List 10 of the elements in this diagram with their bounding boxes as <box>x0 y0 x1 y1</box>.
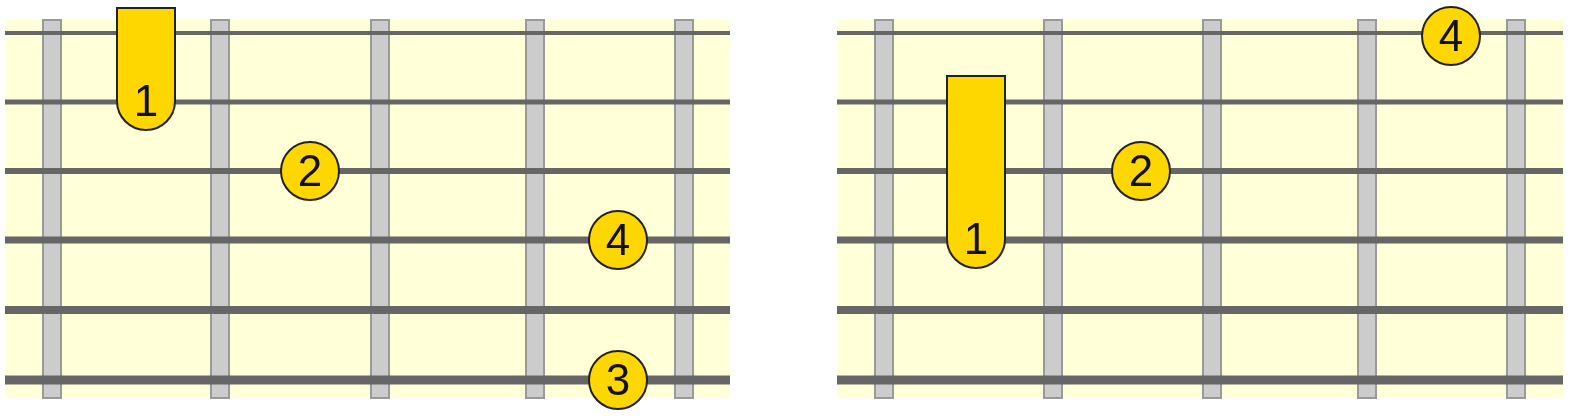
finger-number: 2 <box>1128 149 1154 193</box>
finger-number: 1 <box>133 79 159 123</box>
barre-marker <box>946 75 1006 269</box>
finger-number: 4 <box>605 218 631 262</box>
finger-number: 1 <box>963 217 989 261</box>
barre-marker <box>116 7 176 131</box>
finger-number: 3 <box>605 358 631 402</box>
finger-number: 2 <box>297 149 323 193</box>
finger-marker <box>1421 6 1481 66</box>
finger-number: 4 <box>1438 14 1464 58</box>
